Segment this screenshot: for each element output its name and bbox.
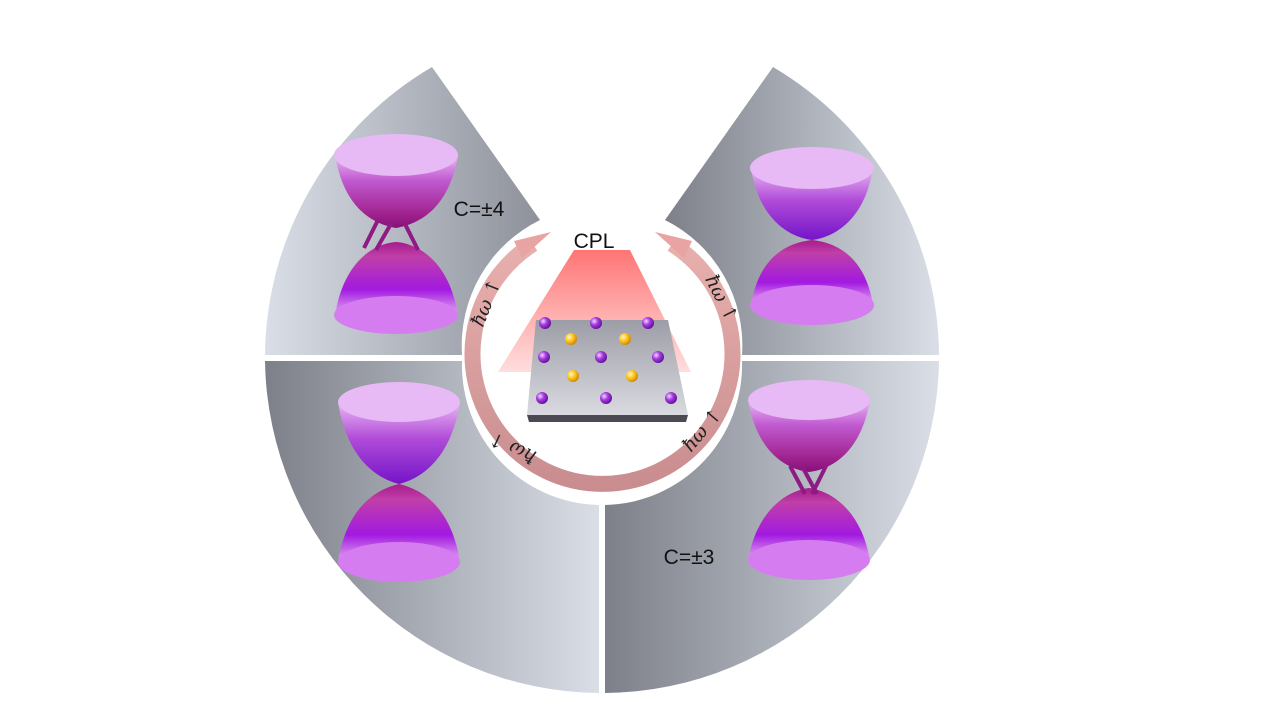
ring-arrowhead-left (514, 232, 551, 258)
atom-purple (665, 392, 677, 404)
atom-yellow (619, 333, 631, 345)
atom-purple (600, 392, 612, 404)
photon-ring (464, 237, 741, 492)
atom-yellow (567, 370, 579, 382)
atom-yellow (626, 370, 638, 382)
chern-number-top-label: C=±4 (454, 198, 505, 221)
atom-purple (642, 317, 654, 329)
band-cone-top-left (334, 134, 458, 334)
band-cone-top-right (750, 147, 874, 325)
atom-purple (536, 392, 548, 404)
band-cone-bottom-left (338, 382, 460, 582)
atom-purple (652, 351, 664, 363)
ring-arrowhead-right (655, 232, 692, 258)
crystal-lattice (527, 317, 688, 422)
atom-purple (539, 317, 551, 329)
cpl-label: CPL (574, 230, 615, 253)
atom-yellow (565, 333, 577, 345)
atom-purple (538, 351, 550, 363)
atom-purple (590, 317, 602, 329)
chern-number-bottom-label: C=±3 (664, 546, 715, 569)
band-cone-bottom-right (748, 380, 870, 580)
atom-purple (595, 351, 607, 363)
